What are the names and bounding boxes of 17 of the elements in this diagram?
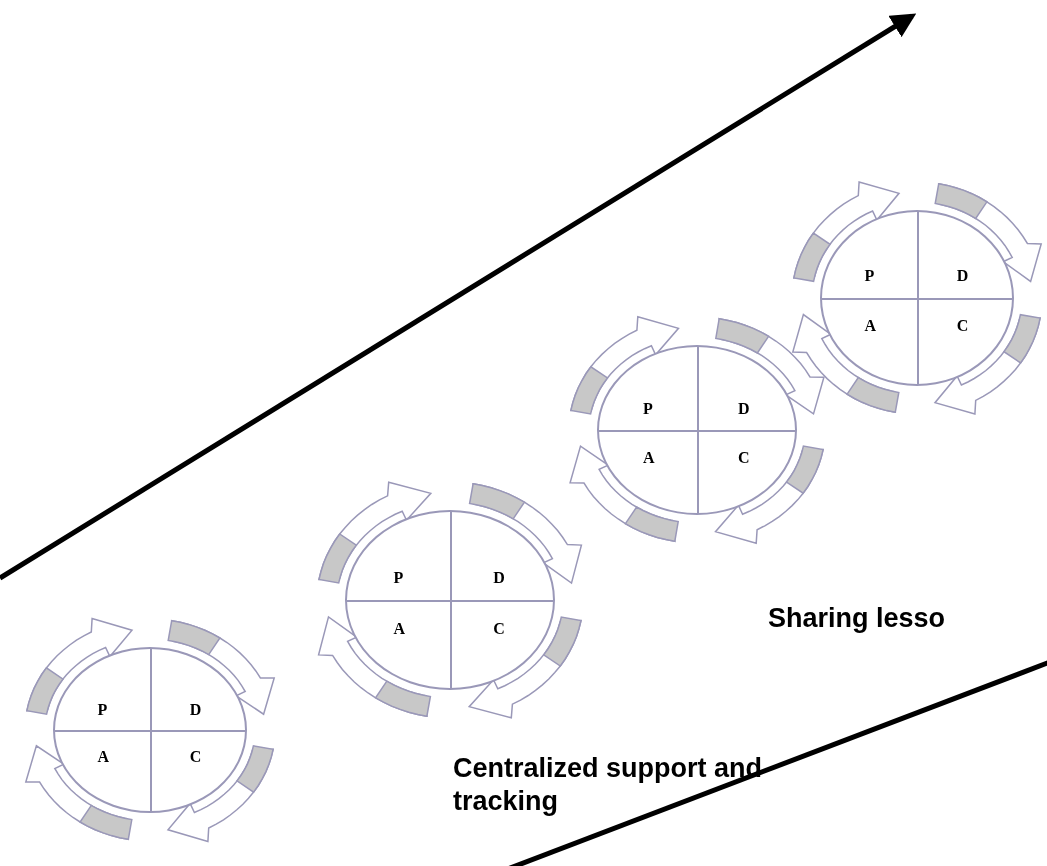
quadrant-letter: P — [643, 401, 653, 418]
quadrant-letter: A — [393, 621, 406, 637]
quadrant-letter: C — [956, 318, 969, 335]
quadrant-letter: A — [97, 748, 110, 765]
quadrant-letter: D — [738, 401, 750, 418]
stage-label: Sharing lesso — [768, 602, 947, 635]
quadrant-letter: A — [643, 449, 655, 466]
quadrant-letter: C — [189, 748, 202, 765]
quadrant-letter: A — [864, 318, 877, 335]
quadrant-letter: P — [97, 701, 108, 718]
quadrant-letter: P — [864, 268, 875, 285]
quadrant-letter: C — [738, 449, 750, 466]
quadrant-letter: D — [493, 569, 505, 586]
quadrant-letter: D — [189, 701, 202, 718]
quadrant-letter: D — [956, 268, 969, 285]
quadrant-letter: C — [493, 621, 505, 637]
quadrant-letter: P — [393, 569, 404, 586]
